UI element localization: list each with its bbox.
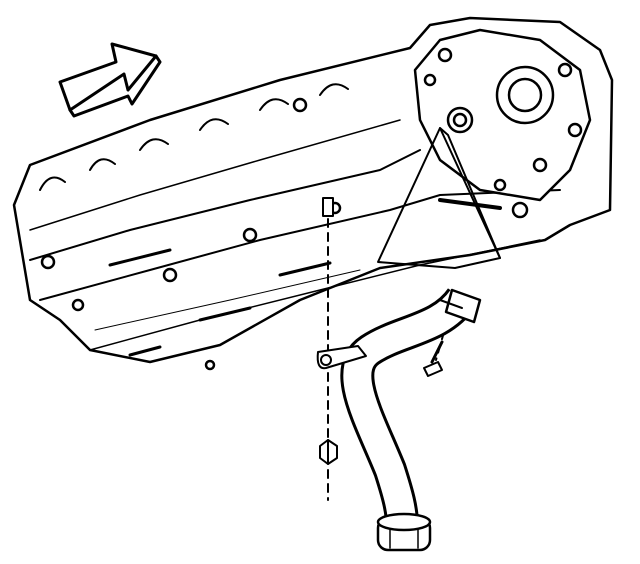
stud — [322, 197, 334, 217]
nut — [319, 439, 338, 465]
bolt — [423, 340, 444, 377]
pickup-gasket — [377, 127, 501, 269]
oil-pickup-screen — [376, 512, 432, 552]
direction-arrow-icon — [58, 42, 162, 118]
oil-pickup-tube — [316, 287, 482, 526]
oil-pump-housing — [413, 28, 592, 202]
